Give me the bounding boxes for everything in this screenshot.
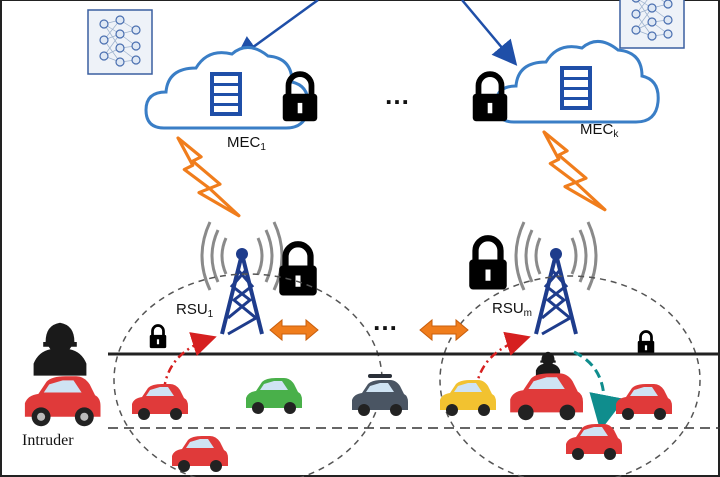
cloud-server-icon [494,39,660,124]
rsu-ellipsis: … [372,306,400,336]
car-icon [24,376,101,427]
attack-arrow [162,332,217,391]
rsu-m-label: RSUm [492,300,533,319]
lock-icon [148,324,168,350]
car-icon [246,378,302,414]
rsu-1-label: RSU1 [176,301,214,320]
car-icon [616,384,672,420]
car-icon [172,436,228,472]
rsu-link-arrow [419,318,469,342]
intruder-label: Intruder [22,432,74,449]
lock-icon [283,74,318,121]
neural-net-icon [87,9,153,75]
rsu-coverage-circle [113,273,383,477]
lightning-icon [542,130,607,212]
uplink-arrow-right [461,0,518,66]
rsu-coverage-circle [439,275,701,477]
lock-icon [469,238,507,289]
hacker-icon [34,323,87,376]
lock-icon [279,244,317,295]
mec-k-label: MECk [580,121,619,140]
mec-ellipsis: … [384,80,412,110]
rsu-link-arrow [269,318,319,342]
car-icon [510,373,583,421]
lane-change-arrow [573,350,625,431]
neural-net-icon [619,0,685,49]
car-icon [440,380,496,416]
car-icon [352,374,408,416]
car-icon [132,384,188,420]
car-icon [566,424,622,460]
lock-icon [473,74,508,121]
lock-icon [636,330,656,356]
mec-1-label: MEC1 [227,134,266,153]
